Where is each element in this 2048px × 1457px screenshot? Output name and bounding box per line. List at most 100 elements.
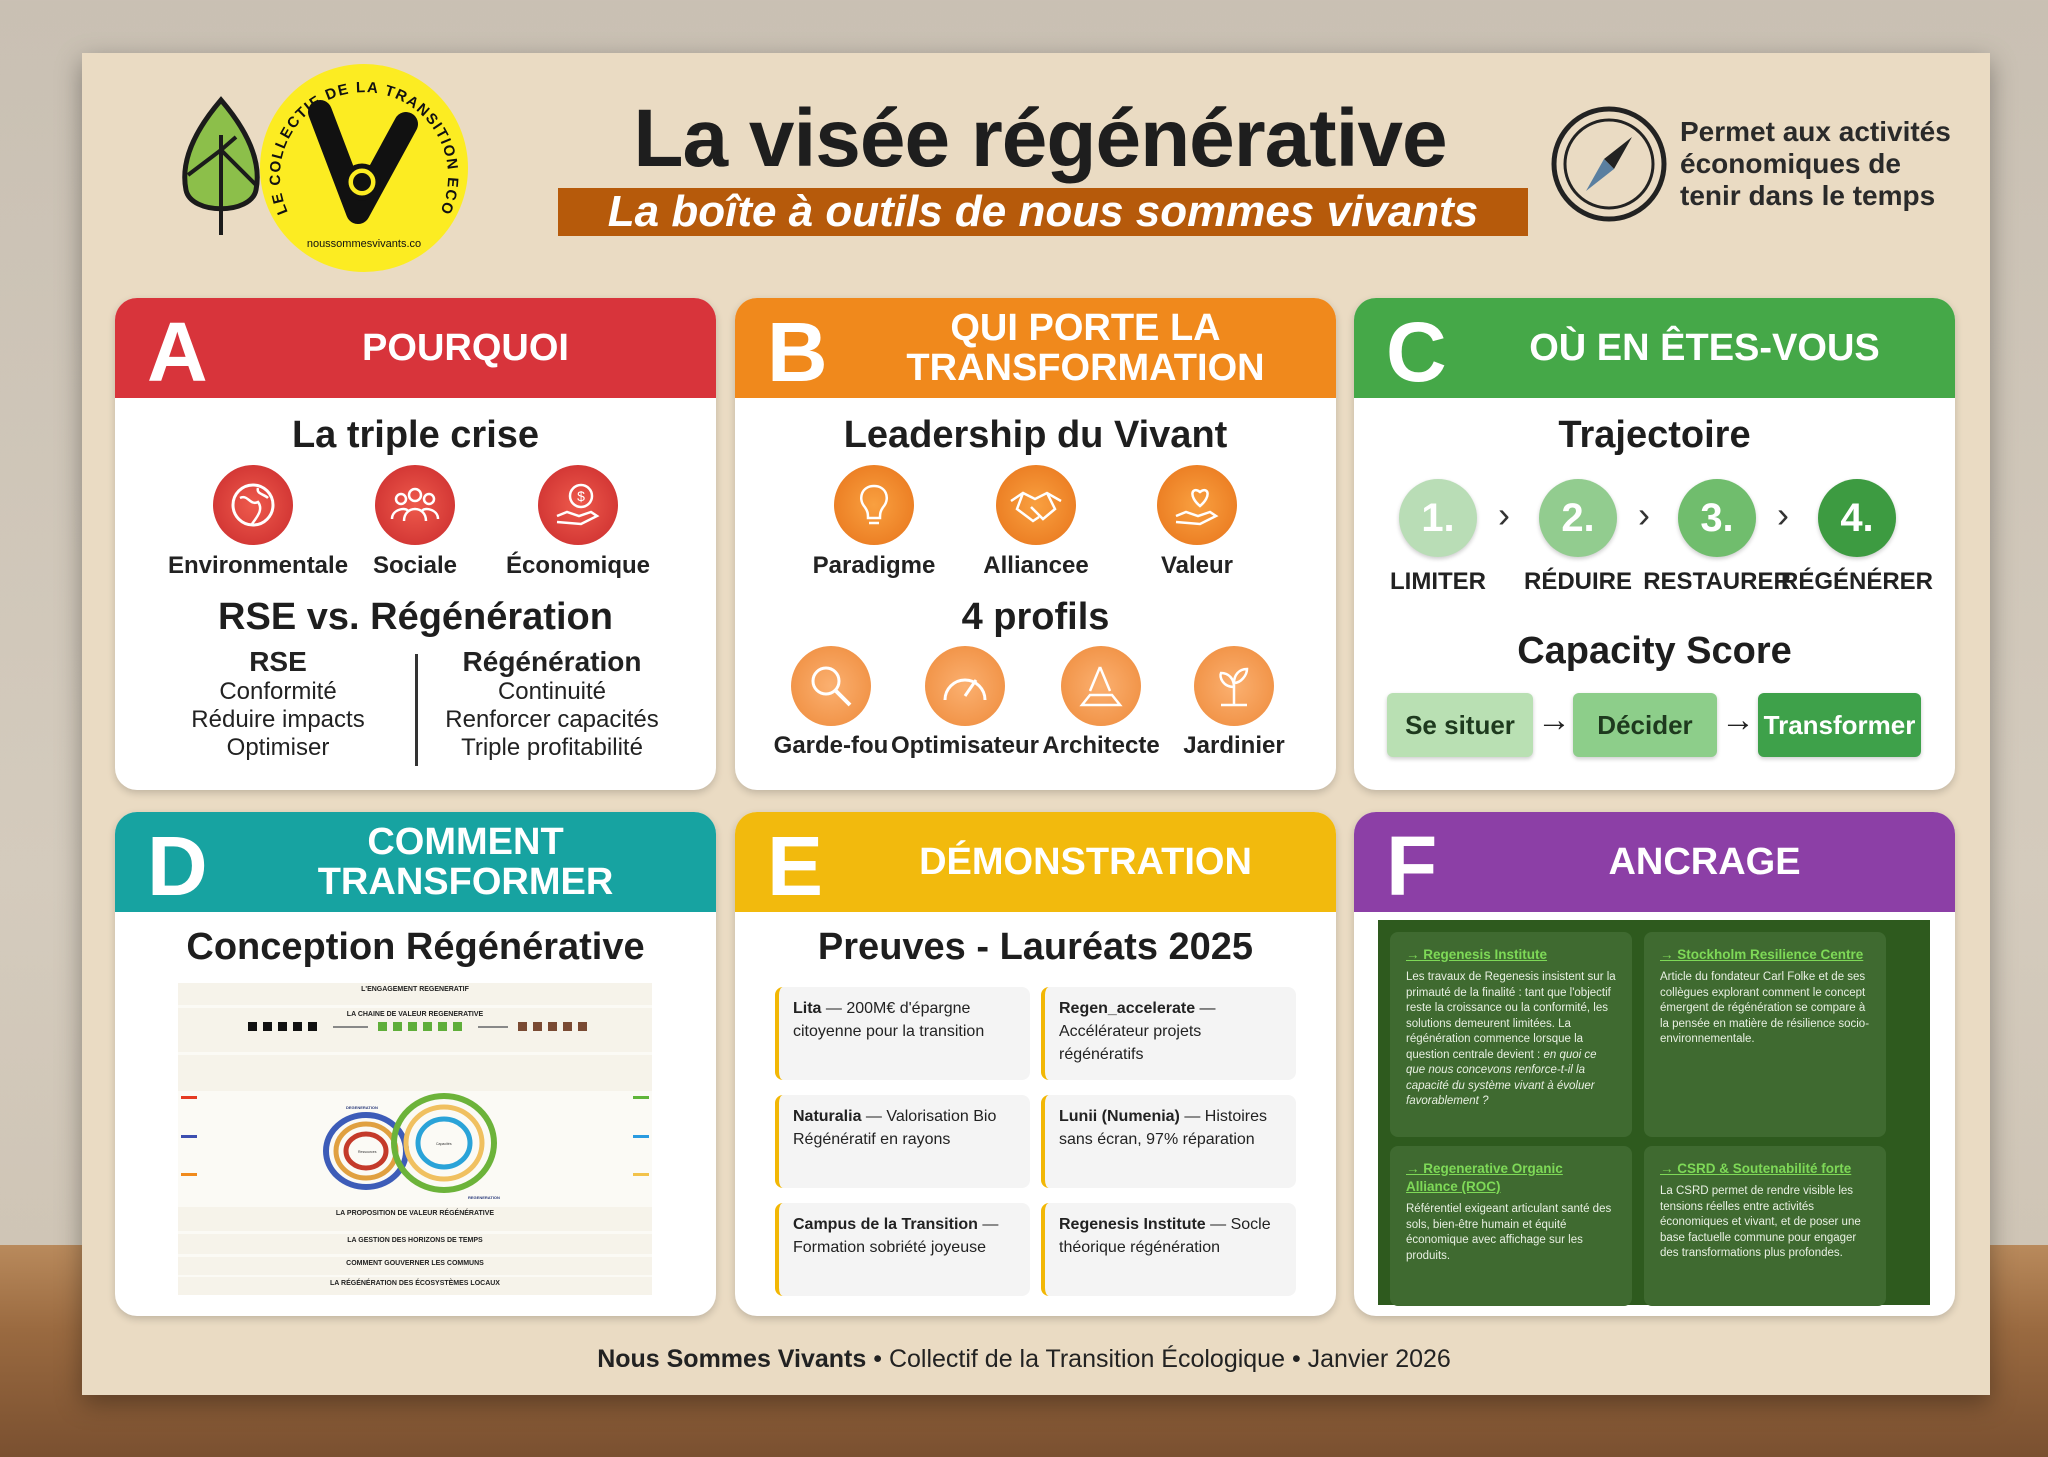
laureate-card: Regenesis Institute — Socle théorique ré…	[1041, 1203, 1296, 1296]
icon-label: Paradigme	[812, 552, 936, 579]
section-heading: Leadership du Vivant	[843, 414, 1228, 456]
panel-title: ANCRAGE	[1608, 841, 1801, 883]
decider-button[interactable]: Décider	[1573, 693, 1717, 757]
icon-label: Environmentale	[168, 552, 349, 579]
column-item: Conformité	[219, 678, 337, 705]
section-heading: RSE vs. Régénération	[218, 596, 613, 638]
regeneration-column: Régénération Continuité Renforcer capaci…	[422, 648, 682, 762]
canvas-section-title: COMMENT GOUVERNER LES COMMUNS	[178, 1257, 652, 1275]
lightbulb-icon	[834, 465, 914, 545]
profile-label: Jardinier	[1183, 732, 1285, 759]
section-heading: Capacity Score	[1517, 630, 1792, 672]
reference-card: → Stockholm Resilience Centre Article du…	[1644, 932, 1886, 1137]
laureate-name: Regenesis Institute	[1059, 1216, 1206, 1233]
step-label: RÉGÉNÉRER	[1780, 568, 1934, 595]
laureate-card: Regen_accelerate — Accélérateur projets …	[1041, 987, 1296, 1080]
panel-letter: C	[1386, 305, 1447, 399]
people-icon	[375, 465, 455, 545]
canvas-section-title: LA CHAINE DE VALEUR REGENERATIVE	[346, 1011, 484, 1018]
laureate-name: Regen_accelerate	[1059, 1000, 1196, 1017]
globe-icon	[213, 465, 293, 545]
tagline-line: Permet aux activités	[1680, 116, 1951, 147]
reference-card: → Regenerative Organic Alliance (ROC) Ré…	[1390, 1146, 1632, 1306]
reference-link[interactable]: → CSRD & Soutenabilité forte	[1660, 1161, 1852, 1176]
page-subtitle: La boîte à outils de nous sommes vivants	[558, 188, 1528, 236]
se-situer-button[interactable]: Se situer	[1387, 693, 1533, 757]
panel-letter: A	[147, 305, 208, 399]
section-heading: Conception Régénérative	[186, 926, 645, 968]
column-item: Réduire impacts	[191, 706, 365, 733]
infinity-loop-diagram: DEGENERATION REGENERATION Ressources Cap…	[181, 1093, 649, 1200]
transformer-button[interactable]: Transformer	[1758, 693, 1921, 757]
reference-link[interactable]: → Regenerative Organic Alliance (ROC)	[1406, 1161, 1563, 1194]
icon-label: Sociale	[372, 552, 458, 579]
footer-separator: •	[866, 1345, 889, 1373]
panel-title: QUI PORTE LA TRANSFORMATION	[906, 307, 1265, 389]
panel-d-comment-transformer: D COMMENT TRANSFORMER Conception Régénér…	[115, 812, 716, 1316]
panel-letter: F	[1386, 819, 1438, 913]
section-heading: La triple crise	[291, 414, 540, 456]
tagline-line: tenir dans le temps	[1680, 180, 1936, 211]
panel-header: B QUI PORTE LA TRANSFORMATION	[735, 298, 1336, 399]
section-heading: Trajectoire	[1558, 414, 1751, 456]
section-heading: Preuves - Lauréats 2025	[817, 926, 1254, 968]
svg-text:Ressources: Ressources	[358, 1150, 377, 1154]
laureate-name: Lita	[793, 1000, 822, 1017]
step-circle: 4.	[1818, 479, 1896, 557]
chevron-right-icon: ›	[1638, 494, 1650, 535]
laureate-card: Naturalia — Valorisation Bio Régénératif…	[775, 1095, 1030, 1188]
footer: Nous Sommes Vivants • Collectif de la Tr…	[0, 1345, 2048, 1374]
icon-label: Valeur	[1160, 552, 1234, 579]
laureate-name: Campus de la Transition	[793, 1216, 978, 1233]
reference-text: La CSRD permet de rendre visible les ten…	[1660, 1185, 1861, 1259]
value-chain-squares	[248, 1022, 587, 1031]
tagline: Permet aux activités économiques de teni…	[1680, 116, 1951, 212]
footer-org: Collectif de la Transition Écologique	[888, 1345, 1285, 1373]
panel-b-qui-porte: B QUI PORTE LA TRANSFORMATION Leadership…	[735, 298, 1336, 790]
panel-title: OÙ EN ÊTES-VOUS	[1529, 327, 1880, 369]
regenerative-design-canvas: L'ENGAGEMENT REGENERATIF LA CHAINE DE VA…	[178, 983, 652, 1295]
laureate-description: — Socle théorique régénération	[1059, 1216, 1271, 1256]
step-label: RÉDUIRE	[1523, 568, 1632, 595]
panel-header: A POURQUOI	[115, 298, 716, 399]
tagline-line: économiques de	[1680, 148, 1901, 179]
column-item: Renforcer capacités	[445, 706, 659, 733]
arrow-right-icon: →	[1721, 701, 1755, 739]
column-title: RSE	[249, 646, 307, 677]
laureate-card: Campus de la Transition — Formation sobr…	[775, 1203, 1030, 1296]
panel-header: E DÉMONSTRATION	[735, 812, 1336, 913]
step-label: LIMITER	[1390, 568, 1486, 595]
reference-text: Référentiel exigeant articulant santé de…	[1406, 1203, 1612, 1262]
panel-title: COMMENT TRANSFORMER	[317, 821, 614, 903]
panel-title: POURQUOI	[362, 327, 569, 369]
svg-text:DEGENERATION: DEGENERATION	[346, 1105, 378, 1110]
reference-link[interactable]: → Stockholm Resilience Centre	[1660, 947, 1864, 962]
chevron-right-icon: ›	[1498, 494, 1510, 535]
panel-header: D COMMENT TRANSFORMER	[115, 812, 716, 913]
canvas-section-title: LA GESTION DES HORIZONS DE TEMPS	[178, 1234, 652, 1254]
sprout-icon	[1194, 646, 1274, 726]
laureate-card: Lita — 200M€ d'épargne citoyenne pour la…	[775, 987, 1030, 1080]
footer-separator: •	[1285, 1345, 1308, 1373]
arrow-right-icon: →	[1537, 701, 1571, 739]
panel-a-pourquoi: A POURQUOI La triple crise $ Environment…	[115, 298, 716, 790]
reference-text: Les travaux de Regenesis insistent sur l…	[1406, 971, 1616, 1061]
panel-title: DÉMONSTRATION	[919, 841, 1252, 883]
step-circle: 2.	[1539, 479, 1617, 557]
laureate-description: — Formation sobriété joyeuse	[793, 1216, 999, 1256]
reference-question: en quoi ce que nous concevons renforce-t…	[1406, 1048, 1597, 1108]
chevron-right-icon: ›	[1777, 494, 1789, 535]
step-circle: 3.	[1678, 479, 1756, 557]
reference-link[interactable]: → Regenesis Institute	[1406, 947, 1548, 962]
reference-card: → CSRD & Soutenabilité forte La CSRD per…	[1644, 1146, 1886, 1306]
profile-label: Architecte	[1042, 732, 1160, 759]
magnifier-icon	[791, 646, 871, 726]
panel-letter: B	[767, 305, 828, 399]
gauge-icon	[925, 646, 1005, 726]
step-circle: 1.	[1399, 479, 1477, 557]
laureate-description: — 200M€ d'épargne citoyenne pour la tran…	[793, 1000, 985, 1040]
panel-header: F ANCRAGE	[1354, 812, 1955, 913]
footer-brand: Nous Sommes Vivants	[597, 1345, 867, 1373]
partners-row	[178, 1055, 652, 1091]
handshake-icon	[996, 465, 1076, 545]
